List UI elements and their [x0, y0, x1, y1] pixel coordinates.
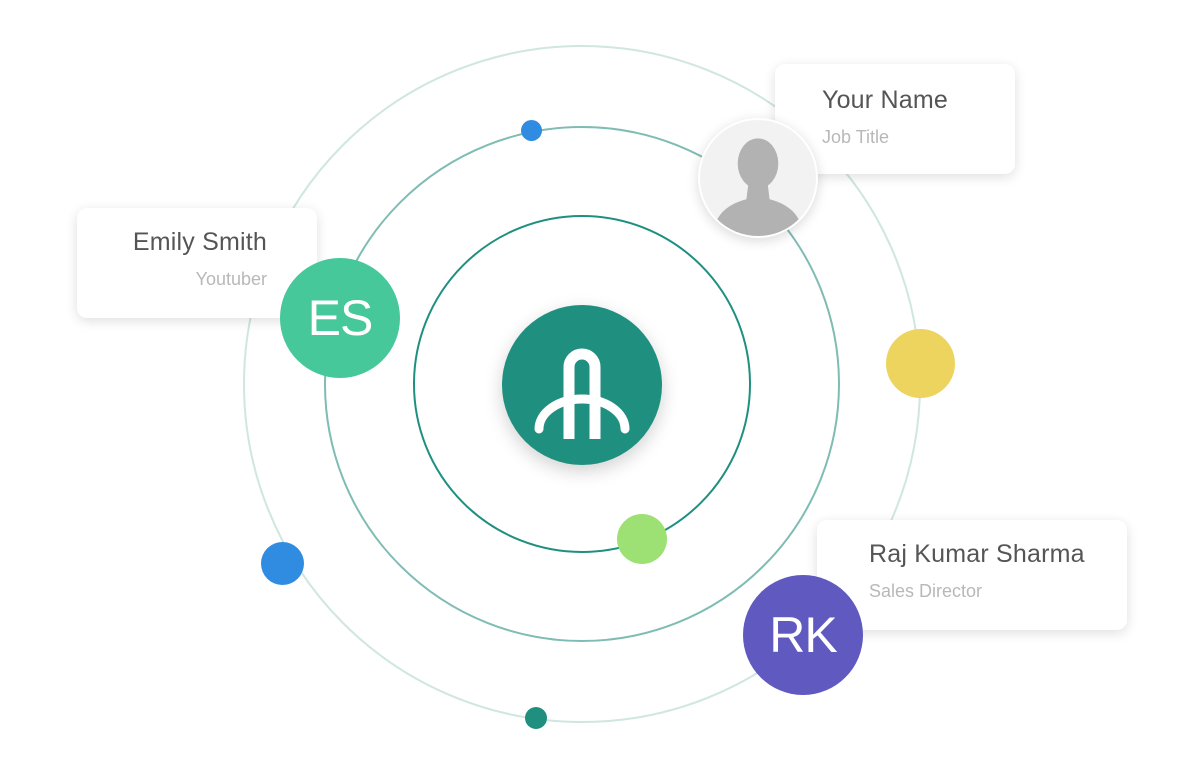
profile-name: Your Name [822, 86, 948, 114]
orbit-dot-blue [261, 542, 304, 585]
orbit-middle [324, 126, 840, 642]
avatar-initials: ES [307, 290, 374, 346]
person-silhouette-icon [711, 138, 805, 236]
avatar-initials-es[interactable]: ES [280, 258, 400, 378]
orbit-dot-yellow [886, 329, 955, 398]
profile-title: Sales Director [869, 581, 983, 601]
avatar-placeholder[interactable] [698, 118, 818, 238]
profile-name: Emily Smith [132, 228, 267, 256]
orbit-inner [413, 215, 751, 553]
profile-title: Job Title [822, 127, 890, 147]
arch-logo-icon [534, 348, 630, 439]
orbit-dot-blue-small [521, 120, 542, 141]
center-logo [502, 305, 662, 465]
profile-card-you[interactable]: Your Name Job Title [775, 64, 1015, 174]
profile-title: Youtuber [195, 269, 267, 289]
profile-card-emily[interactable]: Emily Smith Youtuber [77, 208, 317, 318]
profile-card-raj[interactable]: Raj Kumar Sharma Sales Director [817, 520, 1127, 630]
profile-name: Raj Kumar Sharma [869, 540, 1085, 568]
avatar-initials-rk[interactable]: RK [743, 575, 863, 695]
avatar-initials: RK [769, 607, 837, 663]
orbit-dot-teal [525, 707, 547, 729]
orbit-dot-green [617, 514, 667, 564]
